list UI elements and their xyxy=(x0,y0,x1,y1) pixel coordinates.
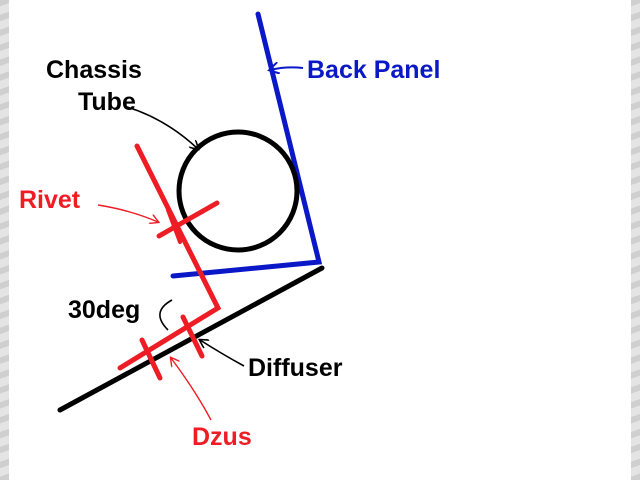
back-panel-line xyxy=(170,11,323,279)
rivet-mark-cross xyxy=(156,200,220,239)
diagram-svg: Chassis Tube Back Panel Rivet 30deg Diff… xyxy=(19,11,440,451)
angle-arc xyxy=(159,299,173,331)
rivet-label: Rivet xyxy=(19,186,81,214)
bracket-line xyxy=(117,143,222,371)
chassis-tube-circle xyxy=(176,129,300,253)
dzus-mark-lower xyxy=(139,337,163,381)
chassis-label-line2: Tube xyxy=(78,88,136,116)
back-panel-arrow xyxy=(270,67,304,70)
rivet-mark-tick xyxy=(166,208,182,244)
chassis-tube-arrow xyxy=(123,105,198,149)
dzus-mark-upper xyxy=(180,314,205,359)
dzus-arrow xyxy=(171,358,212,421)
diffuser-arrow xyxy=(200,340,245,367)
back-panel-label: Back Panel xyxy=(307,56,440,84)
angle-label: 30deg xyxy=(68,296,140,324)
rivet-arrow xyxy=(97,204,158,222)
diagram-canvas: Chassis Tube Back Panel Rivet 30deg Diff… xyxy=(9,0,631,480)
diffuser-label: Diffuser xyxy=(248,354,343,382)
dzus-label: Dzus xyxy=(192,423,252,451)
left-border-strip xyxy=(0,0,9,480)
right-border-strip xyxy=(631,0,640,480)
chassis-label-line1: Chassis xyxy=(46,56,142,84)
